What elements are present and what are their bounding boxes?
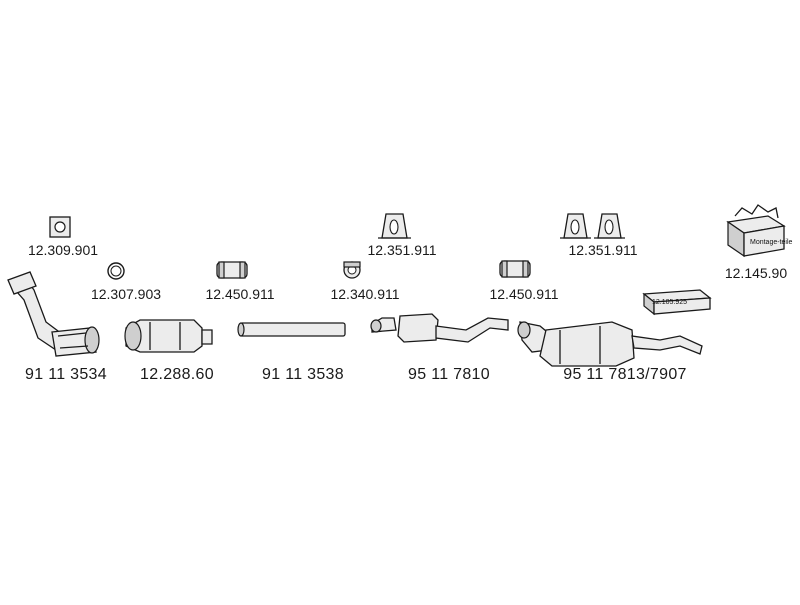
- seal-ring-part: [107, 262, 125, 280]
- part-number-label: 12.307.903: [90, 286, 162, 302]
- part-number-label: 12.340.911: [330, 286, 400, 302]
- part-number-label: 95 11 7810: [408, 366, 490, 383]
- intermediate-pipe-part: [237, 322, 346, 337]
- flange-gasket-part: [49, 216, 71, 238]
- rubber-hanger-pair-part: [560, 213, 625, 239]
- part-number-label: 12.351.911: [367, 242, 437, 258]
- part-number-label: 12.145.90: [724, 265, 788, 281]
- rubber-hanger-part: [378, 213, 411, 239]
- small-parts-box-part: 12.105.925: [642, 289, 712, 316]
- mounting-box-text: Montage-teile: [750, 239, 793, 246]
- rear-silencer-part: [517, 321, 703, 367]
- part-number-label: 95 11 7813/7907: [563, 366, 687, 383]
- mounting-kit-box-part: Montage-teile: [726, 204, 793, 258]
- part-number-label: 12.351.911: [568, 242, 638, 258]
- clamp-part: [216, 261, 248, 279]
- part-number-label: 91 11 3534: [25, 366, 107, 383]
- part-number-label: 12.309.901: [27, 242, 99, 258]
- catalytic-converter-part: [124, 319, 213, 353]
- part-number-label: 91 11 3538: [262, 366, 344, 383]
- part-number-label: 12.450.911: [489, 286, 559, 302]
- clamp-part-3: [499, 260, 531, 278]
- part-number-label: 12.450.911: [205, 286, 275, 302]
- clamp-part-2: [343, 261, 361, 279]
- front-pipe-part: [7, 271, 100, 357]
- part-number-label: 12.288.60: [140, 366, 214, 383]
- small-box-text: 12.105.925: [652, 299, 687, 306]
- front-silencer-part: [370, 313, 509, 343]
